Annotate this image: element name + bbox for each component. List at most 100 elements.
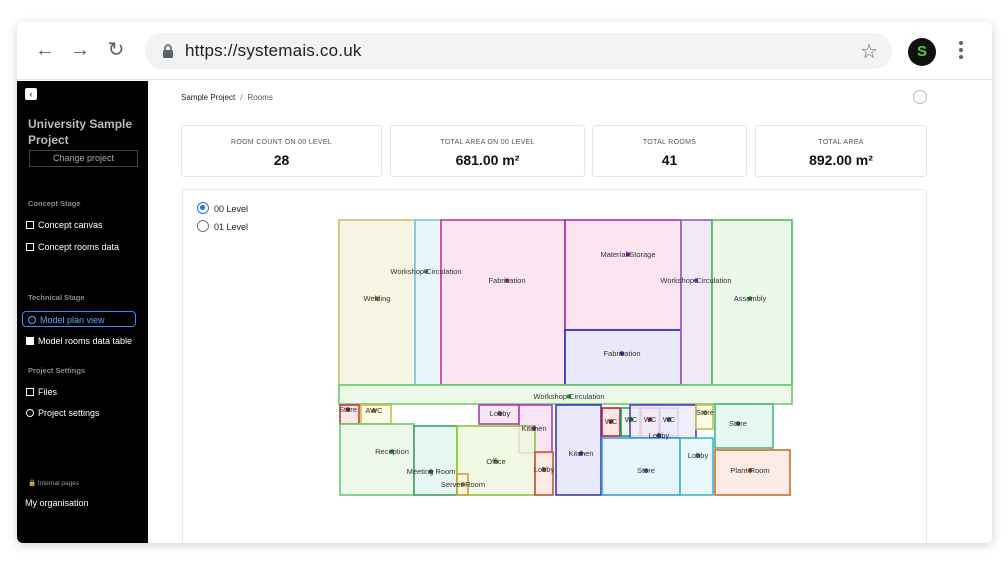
gear-icon xyxy=(26,409,34,417)
room-15-marker xyxy=(460,482,466,487)
room-6-label: Assembly xyxy=(734,294,767,303)
room-5-shape[interactable] xyxy=(680,219,713,386)
room-5-label: Workshop Circulation xyxy=(660,276,731,285)
level-label: 01 Level xyxy=(214,222,249,232)
room-7-shape[interactable] xyxy=(338,384,793,405)
breadcrumb-project[interactable]: Sample Project xyxy=(181,93,236,102)
section-project-settings: Project Settings xyxy=(28,366,86,375)
level-00-radio[interactable]: 00 Level xyxy=(197,202,248,214)
reload-icon[interactable]: ↻ xyxy=(107,39,125,61)
room-26-label: Store xyxy=(729,419,747,428)
stat-value: 41 xyxy=(661,152,678,168)
collapse-sidebar-icon[interactable]: ‹ xyxy=(25,88,37,100)
room-19-label: WC xyxy=(625,415,638,424)
profile-avatar[interactable]: S xyxy=(908,38,936,66)
stat-room-count-level: ROOM COUNT ON 00 LEVEL 28 xyxy=(181,125,382,177)
stat-value: 892.00 m² xyxy=(809,152,873,168)
room-3-label: Material Storage xyxy=(600,250,655,259)
sidebar-item-concept-canvas[interactable]: Concept canvas xyxy=(26,217,103,233)
project-title: University Sample Project xyxy=(28,117,133,147)
sidebar-item-model-plan-view[interactable]: Model plan view xyxy=(22,311,136,327)
back-arrow-icon[interactable]: ← xyxy=(35,39,55,61)
sidebar-item-label: Concept rooms data xyxy=(38,242,120,252)
room-3-marker xyxy=(625,252,631,257)
room-6-marker xyxy=(747,296,753,301)
room-17-shape[interactable] xyxy=(555,404,602,496)
room-9-marker xyxy=(371,408,377,413)
internal-pages-label: 🔒 Internal pages xyxy=(28,480,80,487)
room-12-shape[interactable] xyxy=(339,423,415,496)
forward-arrow-icon[interactable]: → xyxy=(70,39,90,61)
room-22-label: Lobby xyxy=(649,431,670,440)
room-23-label: Store xyxy=(637,466,655,475)
document-icon xyxy=(26,243,34,251)
room-22-marker xyxy=(656,433,662,438)
room-22-shape[interactable] xyxy=(629,404,697,439)
browser-window: ← → ↻ https://systemais.co.uk ☆ S ‹ Univ… xyxy=(17,22,992,543)
plan-card: 00 Level 01 Level Welding Workshop Circul… xyxy=(182,189,927,543)
room-25-shape[interactable] xyxy=(695,404,714,430)
sidebar-item-label: Model plan view xyxy=(40,315,105,325)
sidebar-item-label: Files xyxy=(38,387,58,397)
room-4-shape[interactable] xyxy=(564,329,682,386)
room-23-marker xyxy=(643,468,649,473)
room-26-shape[interactable] xyxy=(714,403,774,449)
browser-menu-icon[interactable] xyxy=(957,39,965,63)
organisation-link[interactable]: My organisation xyxy=(25,498,89,508)
room-19-marker xyxy=(628,417,634,422)
sidebar-item-project-settings[interactable]: Project settings xyxy=(26,405,100,421)
room-24-shape[interactable] xyxy=(679,437,714,496)
room-27-shape[interactable] xyxy=(714,449,791,496)
room-14-label: Office xyxy=(486,457,505,466)
room-1-shape[interactable] xyxy=(414,219,442,386)
room-0-label: Welding xyxy=(364,294,391,303)
room-13-label: Meeting Room xyxy=(407,467,456,476)
user-icon[interactable] xyxy=(913,90,927,104)
stat-total-area-level: TOTAL AREA ON 00 LEVEL 681.00 m² xyxy=(390,125,585,177)
address-bar[interactable]: https://systemais.co.uk ☆ xyxy=(145,33,892,69)
radio-unselected-icon xyxy=(197,220,209,232)
sidebar-item-label: Project settings xyxy=(38,408,100,418)
room-16-shape[interactable] xyxy=(534,451,554,496)
lock-icon xyxy=(163,44,173,58)
room-18-marker xyxy=(608,419,614,424)
sidebar: ‹ University Sample Project Change proje… xyxy=(17,81,148,543)
change-project-button[interactable]: Change project xyxy=(29,150,138,167)
room-6-shape[interactable] xyxy=(711,219,793,386)
level-01-radio[interactable]: 01 Level xyxy=(197,220,248,232)
room-20-label: WC xyxy=(644,415,657,424)
section-technical-stage: Technical Stage xyxy=(28,293,85,302)
table-icon xyxy=(26,337,34,345)
room-21-marker xyxy=(666,417,672,422)
room-23-shape[interactable] xyxy=(601,437,681,496)
room-16-label: Lobby xyxy=(534,465,555,474)
room-0-shape[interactable] xyxy=(338,219,416,386)
stat-value: 681.00 m² xyxy=(455,152,520,168)
folder-icon xyxy=(26,388,34,396)
room-26-marker xyxy=(735,421,741,426)
room-18-label: WC xyxy=(605,417,618,426)
bookmark-star-icon[interactable]: ☆ xyxy=(860,41,878,63)
room-8-label: Store xyxy=(339,405,357,414)
room-3-shape[interactable] xyxy=(564,219,682,331)
browser-toolbar: ← → ↻ https://systemais.co.uk ☆ S xyxy=(17,22,992,80)
sidebar-item-concept-rooms-data[interactable]: Concept rooms data xyxy=(26,239,119,255)
room-25-label: Store xyxy=(696,408,714,417)
sidebar-item-label: Concept canvas xyxy=(38,220,103,230)
room-8-marker xyxy=(345,407,351,412)
room-7-marker xyxy=(566,394,572,399)
breadcrumb-separator: / xyxy=(240,93,243,102)
room-24-label: Lobby xyxy=(688,451,709,460)
sidebar-item-files[interactable]: Files xyxy=(26,384,57,400)
stat-total-area: TOTAL AREA 892.00 m² xyxy=(755,125,927,177)
room-12-marker xyxy=(389,449,395,454)
room-21-label: WC xyxy=(663,415,676,424)
room-10-label: Lobby xyxy=(490,409,511,418)
canvas-icon xyxy=(26,221,34,229)
room-10-marker xyxy=(497,411,503,416)
room-2-shape[interactable] xyxy=(440,219,566,386)
room-9-label: AWC xyxy=(365,406,383,415)
sidebar-item-model-rooms-data-table[interactable]: Model rooms data table xyxy=(26,333,132,349)
stat-label: ROOM COUNT ON 00 LEVEL xyxy=(231,139,332,146)
